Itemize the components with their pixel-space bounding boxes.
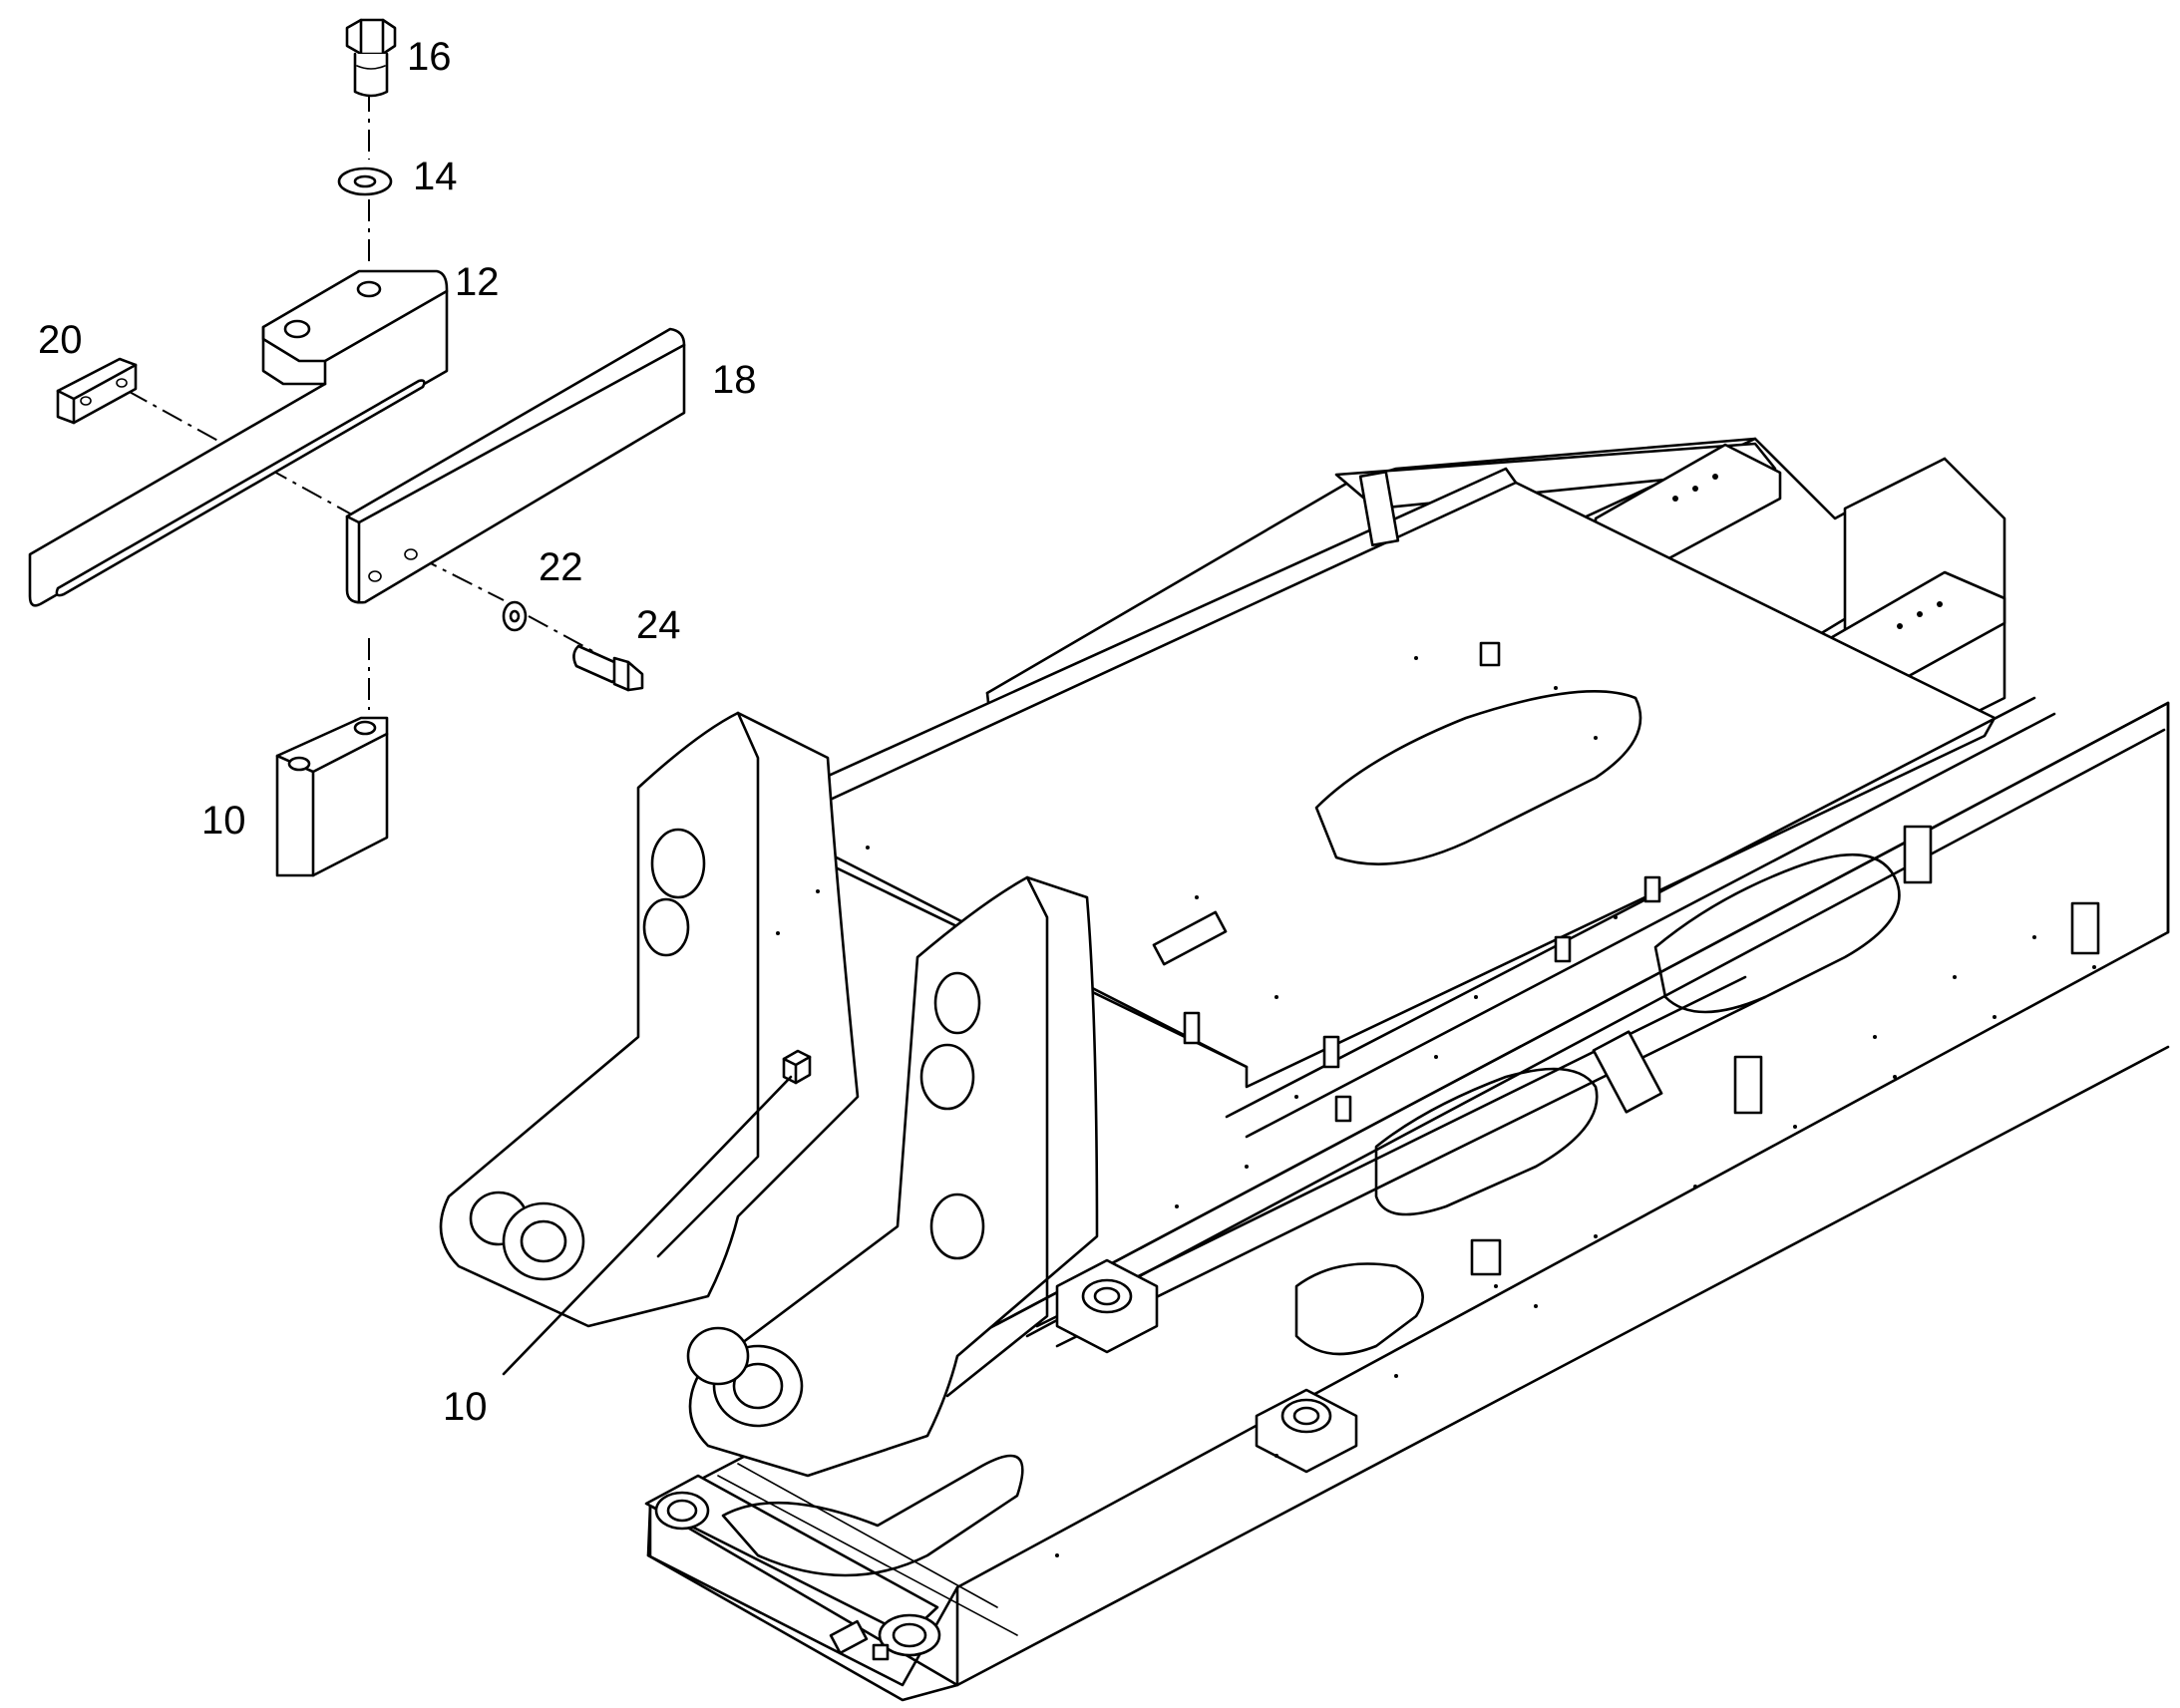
- chassis-frame: [439, 437, 2170, 1702]
- plate-20: [56, 357, 138, 425]
- bracket-12: [28, 269, 449, 607]
- callout-24: 24: [636, 603, 681, 647]
- bolt-16: [345, 18, 397, 98]
- block-10-detail: [275, 716, 389, 877]
- callout-18: 18: [712, 358, 757, 402]
- callout-16: 16: [407, 35, 452, 79]
- callout-20: 20: [38, 318, 83, 362]
- washer-22: [502, 600, 528, 632]
- mount-pad-center: [1255, 1388, 1358, 1474]
- washer-14: [337, 167, 393, 196]
- plate-18: [345, 327, 686, 604]
- leader-line-block-10: [502, 1075, 793, 1376]
- callout-10-frame: 10: [443, 1385, 488, 1429]
- callout-12: 12: [455, 260, 500, 304]
- mount-pad-left: [1055, 1258, 1159, 1354]
- assembly-axis-lines: [127, 90, 597, 710]
- frame-block-10: [782, 1049, 812, 1085]
- callout-22: 22: [539, 545, 583, 589]
- callout-10-detail: 10: [201, 799, 246, 843]
- bolt-24: [572, 644, 644, 692]
- frame-rivets: [776, 656, 2096, 1557]
- callout-14: 14: [413, 155, 458, 198]
